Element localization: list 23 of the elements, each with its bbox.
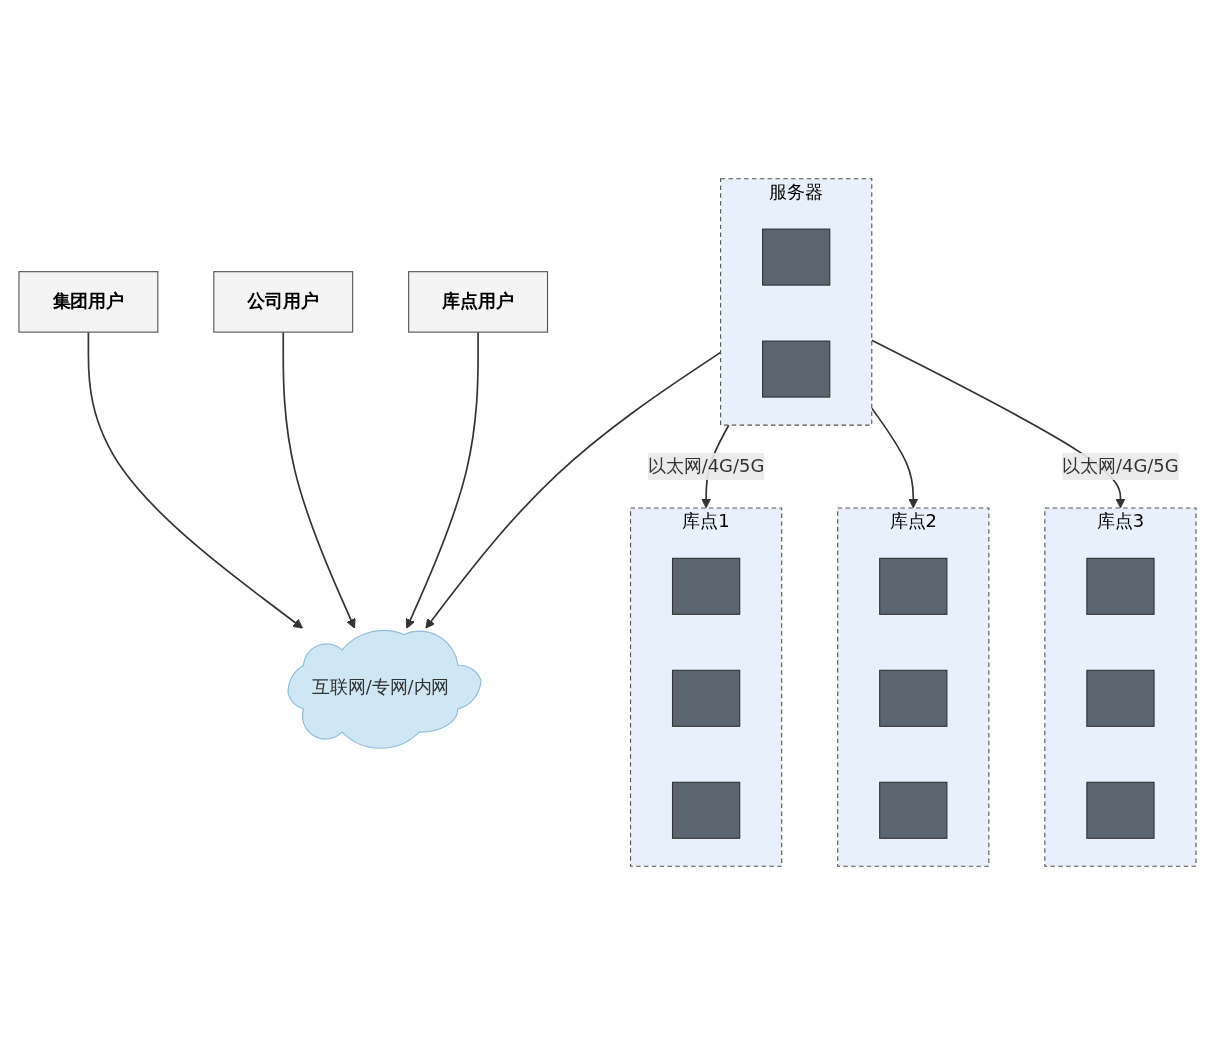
node-box bbox=[1086, 781, 1155, 839]
node-box bbox=[671, 781, 741, 839]
node-box bbox=[762, 228, 831, 286]
node-box bbox=[879, 781, 948, 839]
node-box: 库点用户 bbox=[408, 271, 549, 333]
node-box bbox=[1086, 669, 1155, 727]
edge-label: 以太网/4G/5G bbox=[1062, 455, 1179, 477]
arrow bbox=[282, 331, 356, 629]
node-box: 集团用户 bbox=[18, 271, 159, 333]
node-box: 公司用户 bbox=[213, 271, 354, 333]
cluster: 服务器 bbox=[720, 178, 873, 426]
arrow bbox=[405, 331, 479, 629]
node-box bbox=[879, 557, 948, 615]
node-box bbox=[879, 669, 948, 727]
cluster: 库点3 bbox=[1044, 507, 1197, 867]
node-box bbox=[671, 669, 741, 727]
edge-label: 以太网/4G/5G bbox=[647, 455, 765, 477]
node-box bbox=[671, 557, 741, 615]
arrow bbox=[87, 331, 304, 629]
node-box bbox=[762, 340, 831, 398]
cluster: 库点1 bbox=[629, 507, 783, 867]
node-box bbox=[1086, 557, 1155, 615]
cluster: 库点2 bbox=[837, 507, 990, 867]
